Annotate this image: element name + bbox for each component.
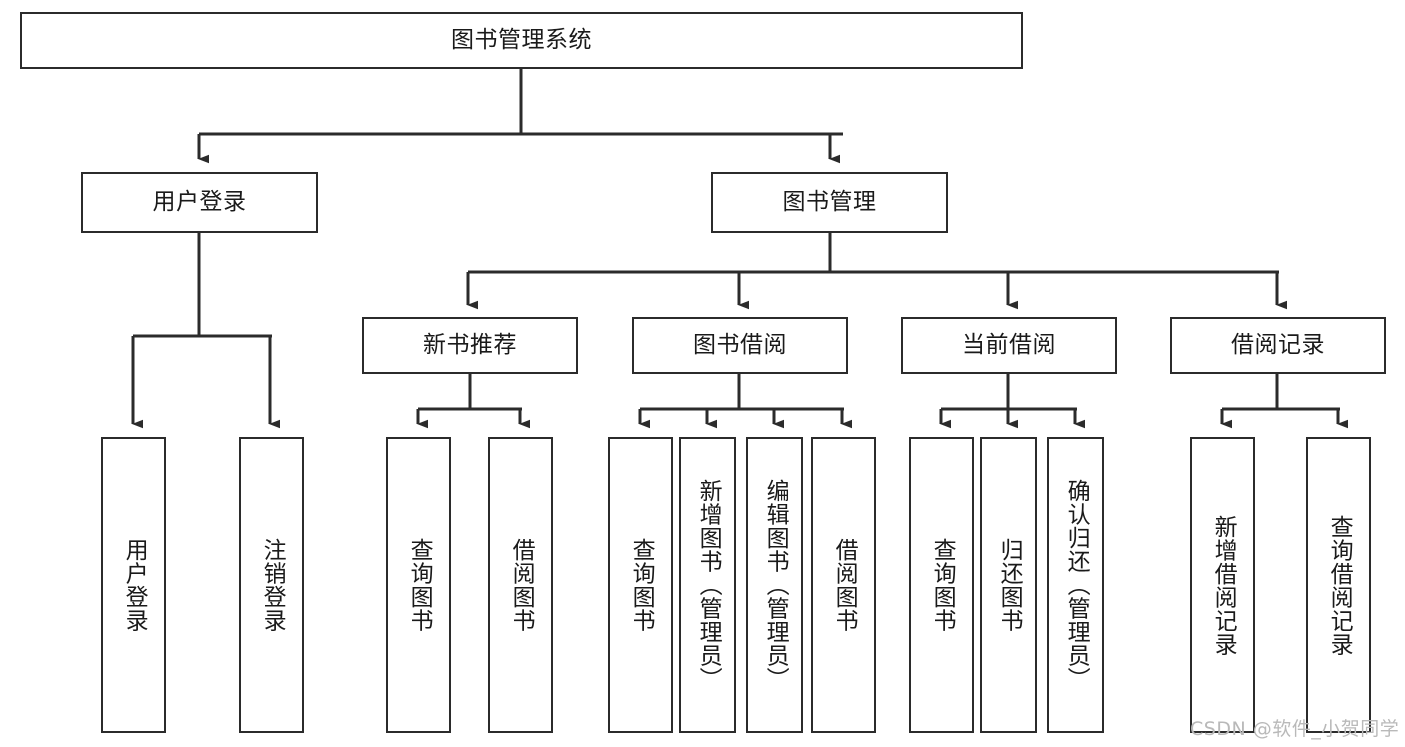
node-leaf-query-book-3-label: 查询图书 bbox=[929, 538, 956, 632]
node-borrow-record-label: 借阅记录 bbox=[1231, 331, 1325, 358]
node-leaf-edit-book[interactable]: 编辑图书（管理员） bbox=[746, 437, 803, 733]
node-leaf-confirm-return[interactable]: 确认归还（管理员） bbox=[1047, 437, 1104, 733]
node-book-borrow[interactable]: 图书借阅 bbox=[632, 317, 848, 374]
node-user-login-label: 用户登录 bbox=[152, 188, 247, 215]
node-leaf-query-book-1[interactable]: 查询图书 bbox=[386, 437, 451, 733]
node-leaf-query-record-label: 查询借阅记录 bbox=[1326, 514, 1353, 656]
node-leaf-user-login-label: 用户登录 bbox=[121, 538, 148, 632]
node-current-borrow-label: 当前借阅 bbox=[962, 331, 1056, 358]
node-leaf-borrow-book-1[interactable]: 借阅图书 bbox=[488, 437, 553, 733]
node-leaf-logout-login-label: 注销登录 bbox=[259, 538, 286, 632]
node-leaf-logout-login[interactable]: 注销登录 bbox=[239, 437, 304, 733]
node-leaf-edit-book-label: 编辑图书（管理员） bbox=[762, 479, 789, 691]
node-root[interactable]: 图书管理系统 bbox=[20, 12, 1023, 69]
node-leaf-user-login[interactable]: 用户登录 bbox=[101, 437, 166, 733]
node-leaf-borrow-book-1-label: 借阅图书 bbox=[508, 538, 535, 632]
node-leaf-borrow-book-2-label: 借阅图书 bbox=[831, 538, 858, 632]
node-leaf-add-book-label: 新增图书（管理员） bbox=[695, 479, 722, 691]
node-leaf-add-record[interactable]: 新增借阅记录 bbox=[1190, 437, 1255, 733]
node-book-management[interactable]: 图书管理 bbox=[711, 172, 948, 233]
node-leaf-add-book[interactable]: 新增图书（管理员） bbox=[679, 437, 736, 733]
watermark-text: CSDN @软件_小贺同学 bbox=[1190, 718, 1400, 740]
node-book-management-label: 图书管理 bbox=[782, 188, 877, 215]
node-book-borrow-label: 图书借阅 bbox=[693, 331, 787, 358]
node-leaf-query-book-2[interactable]: 查询图书 bbox=[608, 437, 673, 733]
node-leaf-return-book[interactable]: 归还图书 bbox=[980, 437, 1037, 733]
node-root-label: 图书管理系统 bbox=[451, 26, 592, 53]
node-leaf-query-book-3[interactable]: 查询图书 bbox=[909, 437, 974, 733]
node-leaf-query-book-2-label: 查询图书 bbox=[628, 538, 655, 632]
node-leaf-borrow-book-2[interactable]: 借阅图书 bbox=[811, 437, 876, 733]
node-leaf-query-book-1-label: 查询图书 bbox=[406, 538, 433, 632]
node-leaf-query-record[interactable]: 查询借阅记录 bbox=[1306, 437, 1371, 733]
node-leaf-add-record-label: 新增借阅记录 bbox=[1210, 514, 1237, 656]
node-new-book-recommend-label: 新书推荐 bbox=[423, 331, 517, 358]
node-current-borrow[interactable]: 当前借阅 bbox=[901, 317, 1117, 374]
node-leaf-return-book-label: 归还图书 bbox=[996, 538, 1023, 632]
node-borrow-record[interactable]: 借阅记录 bbox=[1170, 317, 1386, 374]
node-user-login[interactable]: 用户登录 bbox=[81, 172, 318, 233]
node-new-book-recommend[interactable]: 新书推荐 bbox=[362, 317, 578, 374]
node-leaf-confirm-return-label: 确认归还（管理员） bbox=[1063, 479, 1090, 691]
